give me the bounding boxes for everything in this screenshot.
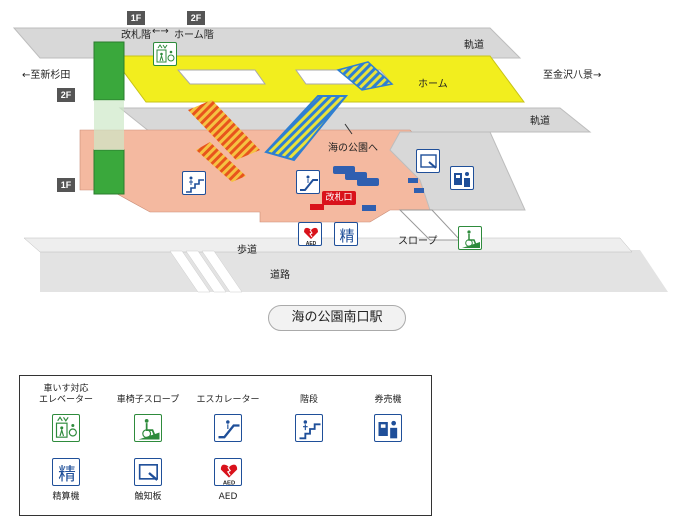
label-slope: スロープ [398, 236, 438, 247]
stairs-main [188, 100, 260, 160]
ticket-gates [333, 166, 379, 186]
svg-text:精: 精 [339, 227, 354, 245]
caption-arrow: ←→ [152, 26, 169, 37]
label-sidewalk: 歩道 [237, 245, 257, 256]
gate-red-marker [310, 204, 324, 210]
aed-icon: AED [214, 458, 242, 487]
label-platform: ホーム [418, 79, 448, 90]
fare-adjust-icon: 精 [52, 458, 80, 486]
legend-label: 触知板 [134, 492, 162, 502]
floor-tag-1f: 1F [57, 178, 75, 192]
blue-marker-2 [408, 178, 418, 183]
label-road: 道路 [270, 270, 290, 281]
stairs-lower [196, 142, 246, 182]
legend-label: 階段 [299, 395, 318, 405]
legend-item-tactile: 触知板 [108, 458, 188, 503]
ticket-machine-icon [374, 414, 402, 442]
elevator-glass [94, 100, 124, 150]
legend-item-fare-adjust: 精 精算機 [26, 458, 106, 503]
floor-tag-2f-top: 2F [187, 11, 205, 25]
fare-adjust-icon: 精 [334, 222, 358, 246]
wheelchair-slope-icon [134, 414, 162, 442]
escalator-main [264, 95, 349, 162]
caption-gate-floor: 改札階 [121, 30, 151, 41]
ticket-machine-icon [450, 166, 474, 190]
elevator-icon [52, 414, 80, 442]
legend-item-elevator: 車いす対応 エレベーター [26, 384, 106, 442]
floor-tag-1f-top: 1F [127, 11, 145, 25]
floor-tag-2f: 2F [57, 88, 75, 102]
gate-label: 改札口 [322, 191, 356, 205]
park-arrow [344, 123, 353, 135]
elevator-shaft-lower [93, 149, 125, 195]
legend-label: 車椅子スロープ [116, 395, 180, 405]
blue-marker [362, 205, 376, 211]
svg-text:AED: AED [306, 241, 317, 247]
tactile-map-icon [416, 149, 440, 173]
label-track-lower: 軌道 [530, 116, 550, 127]
escalator-icon [214, 414, 242, 442]
direction-right: 至金沢八景→ [543, 70, 602, 81]
track-upper [12, 27, 522, 59]
escalator-upper [336, 61, 394, 91]
escalator-icon [296, 170, 320, 194]
label-track-upper: 軌道 [464, 40, 484, 51]
legend-item-aed: AED AED [188, 458, 268, 503]
wheelchair-slope-icon [458, 226, 482, 250]
elevator-shaft-upper [93, 41, 125, 101]
legend-item-stairs: 階段 [269, 395, 349, 442]
station-name: 海の公園南口駅 [268, 305, 406, 331]
label-to-park: 海の公園へ [328, 143, 378, 154]
legend-label: AED [218, 492, 238, 502]
stairs-icon [182, 171, 206, 195]
caption-platform-floor: ホーム階 [174, 30, 214, 41]
platform-opening-left [176, 69, 266, 85]
aed-glyph: AED [223, 481, 235, 487]
legend-item-escalator: エスカレーター [188, 395, 268, 442]
road-area [40, 250, 668, 292]
fare-adjust-glyph: 精 [58, 465, 76, 485]
tactile-map-icon [134, 458, 162, 486]
stairs-icon [295, 414, 323, 442]
legend-label: 精算機 [52, 492, 80, 502]
legend-label: エスカレーター [196, 395, 260, 405]
elevator-icon [153, 42, 177, 66]
aed-icon: AED [298, 222, 322, 247]
legend-item-ticket: 券売機 [348, 395, 428, 442]
legend-label: 券売機 [374, 395, 402, 405]
track-lower [118, 107, 592, 133]
legend-item-slope: 車椅子スロープ [108, 395, 188, 442]
legend: 車いす対応 エレベーター 車椅子スロープ エスカレーター 階段 券売機 精 精算… [19, 375, 432, 516]
legend-label: エレベーター [38, 395, 93, 405]
blue-marker-3 [414, 188, 424, 193]
sidewalk-area [23, 237, 633, 253]
legend-label: 車いす対応 [43, 384, 89, 394]
direction-left: ←至新杉田 [22, 70, 71, 81]
crosswalk [169, 250, 243, 293]
